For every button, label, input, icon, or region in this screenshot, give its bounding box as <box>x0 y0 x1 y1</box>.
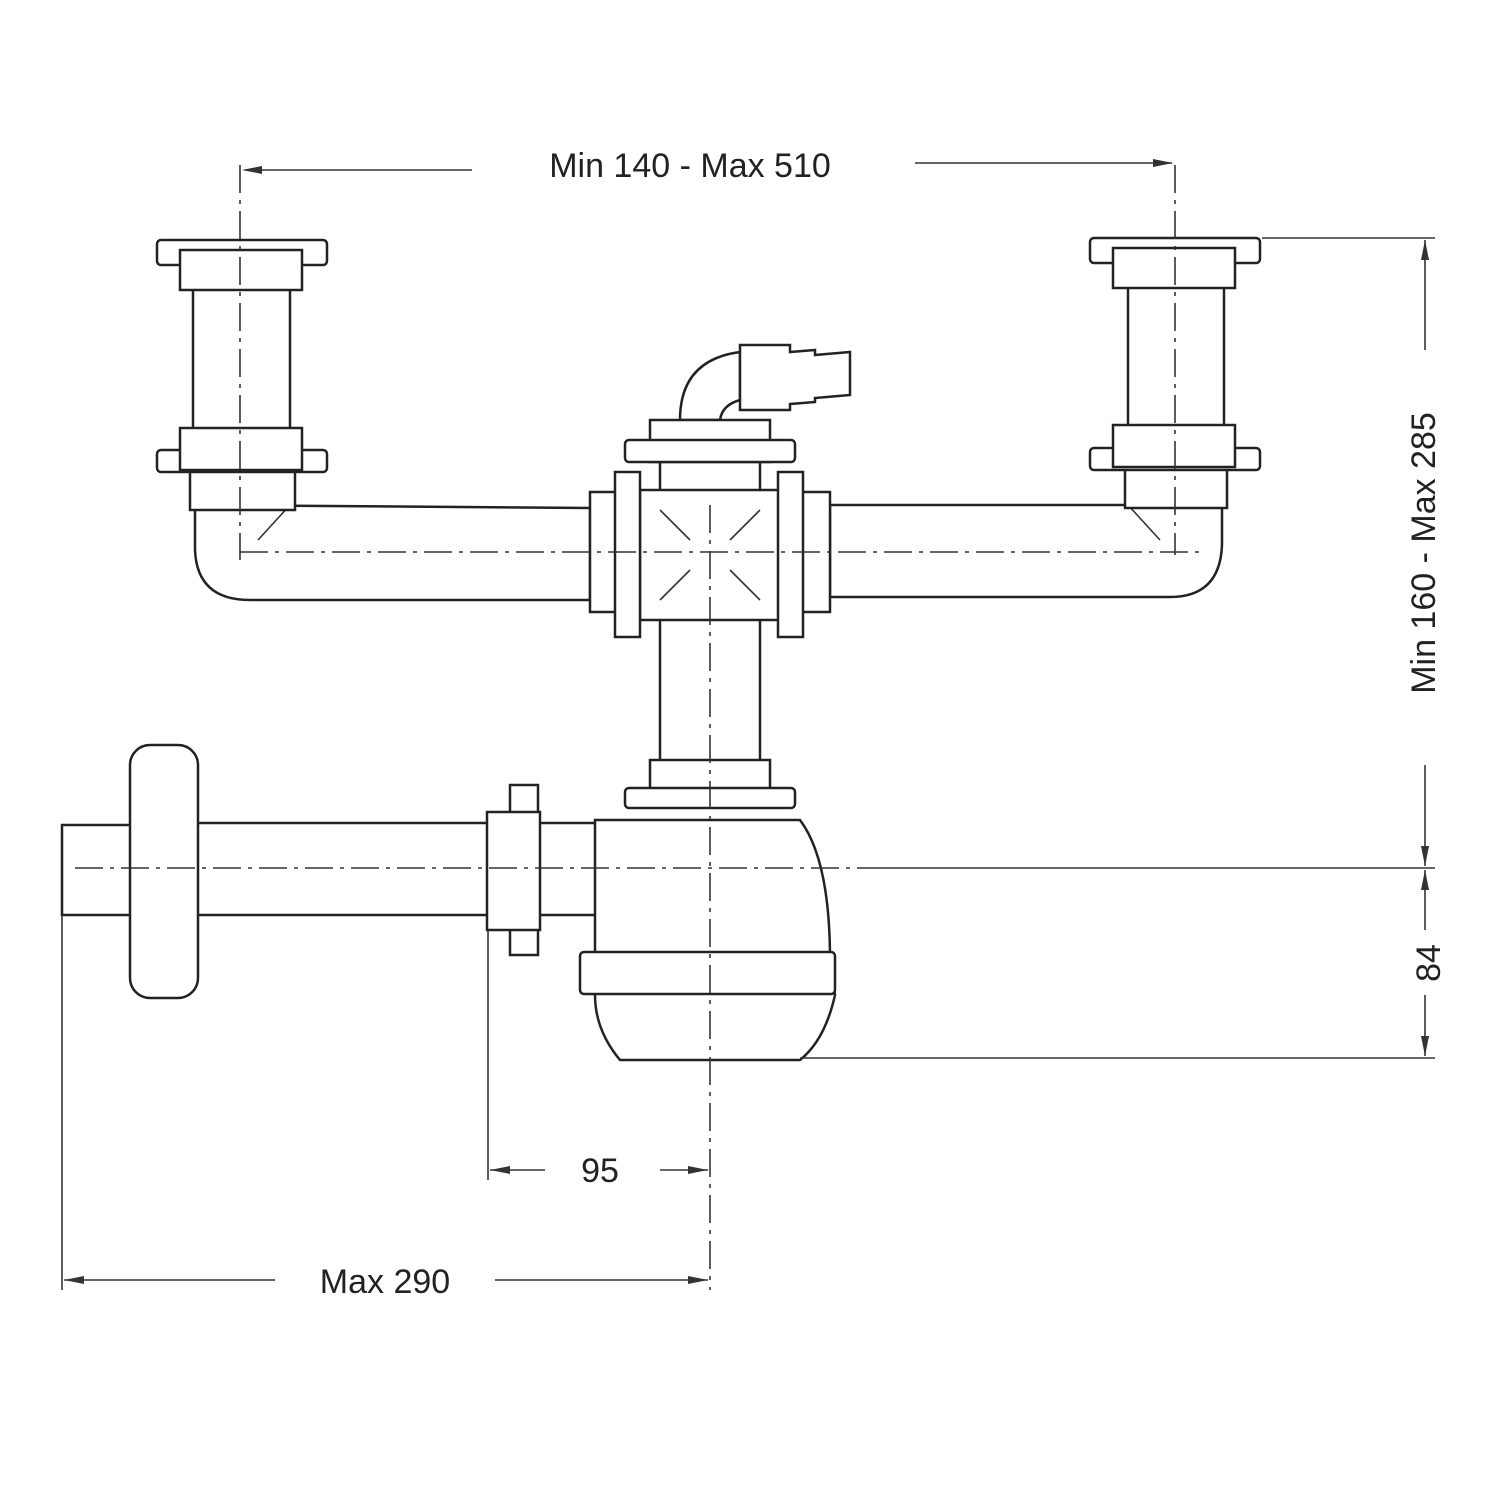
outlet-pipe <box>60 743 602 1000</box>
right-branch-pipe <box>828 503 1224 599</box>
dim-trap-depth-label: 84 <box>1410 944 1448 982</box>
dim-outlet-offset-label: 95 <box>581 1152 619 1190</box>
appliance-hose-barb <box>623 343 852 464</box>
left-sink-tailpiece <box>155 238 329 512</box>
bottle-trap <box>578 758 837 1062</box>
dim-sink-spacing-label: Min 140 - Max 510 <box>549 147 831 185</box>
dim-outlet-length-label: Max 290 <box>320 1263 450 1301</box>
centre-lines <box>75 165 1205 1290</box>
dim-height-label: Min 160 - Max 285 <box>1405 412 1443 694</box>
dimension-lines <box>61 159 1435 1290</box>
right-sink-tailpiece <box>1088 236 1262 510</box>
